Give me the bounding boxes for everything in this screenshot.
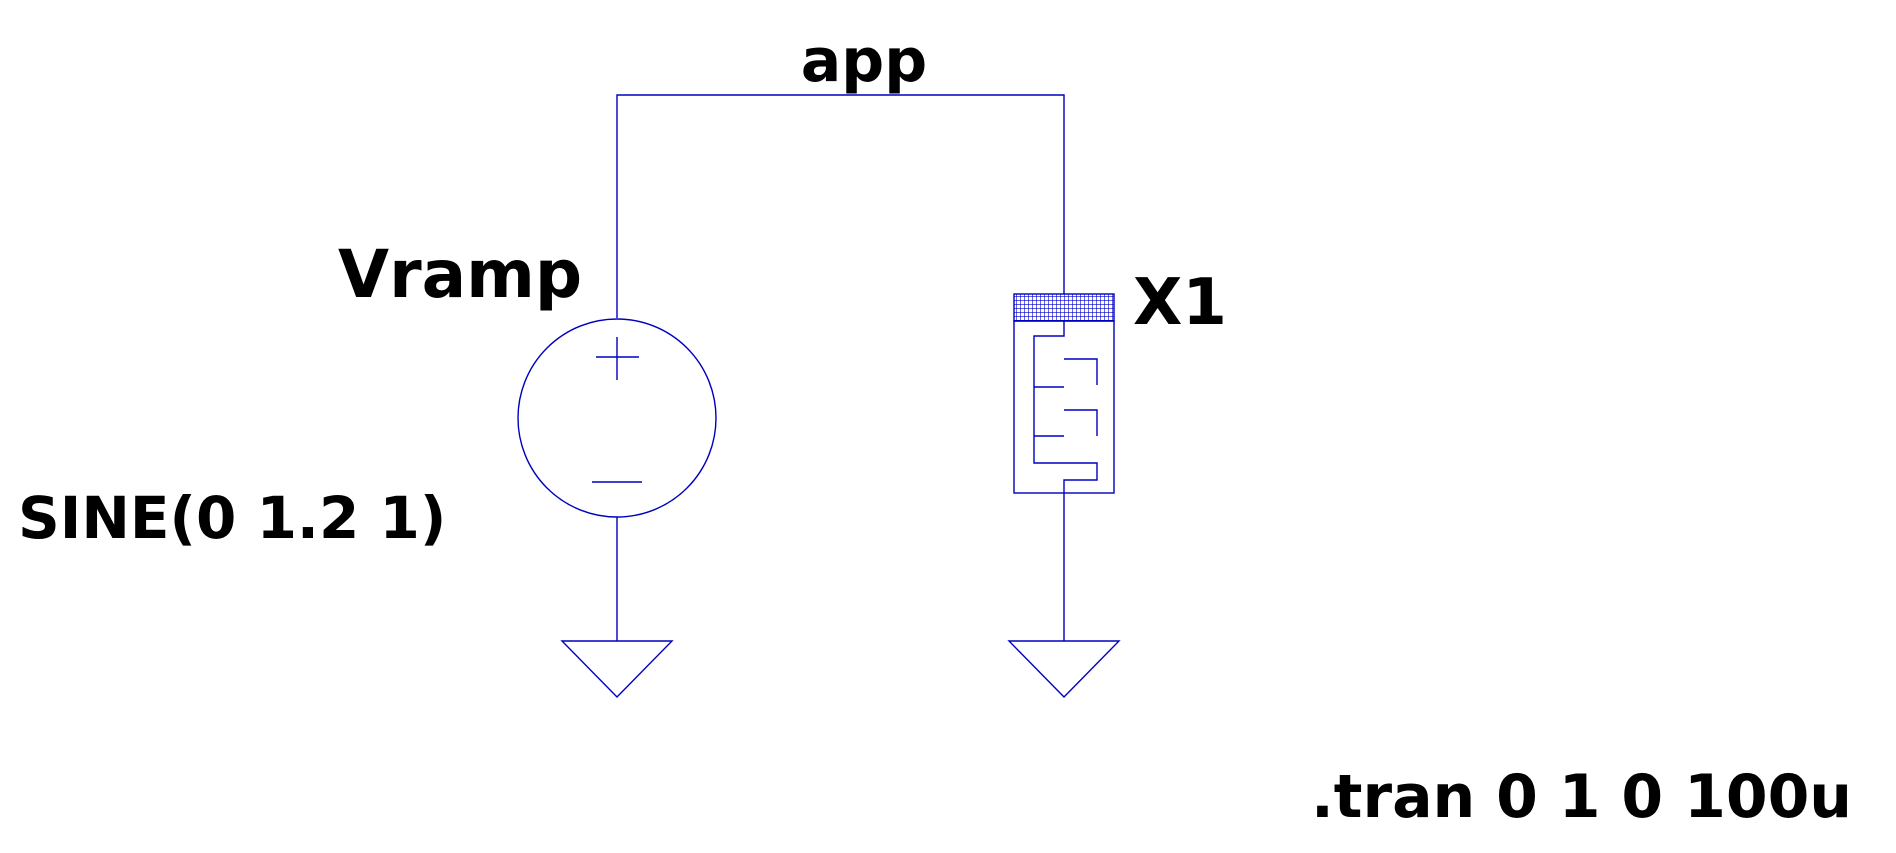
subcircuit-name[interactable]: X1 xyxy=(1133,266,1227,340)
voltage-source-name[interactable]: Vramp xyxy=(338,236,582,313)
voltage-source-value[interactable]: SINE(0 1.2 1) xyxy=(18,484,446,552)
simulation-directive[interactable]: .tran 0 1 0 100u xyxy=(1311,762,1852,832)
ground-icon-right[interactable] xyxy=(1007,640,1121,698)
net-app-wire[interactable] xyxy=(616,94,1065,318)
interdigitated-electrode-icon[interactable] xyxy=(1013,293,1115,494)
voltage-source-icon[interactable] xyxy=(517,318,717,518)
net-label-app[interactable]: app xyxy=(801,26,927,96)
ground-icon[interactable] xyxy=(560,640,674,698)
